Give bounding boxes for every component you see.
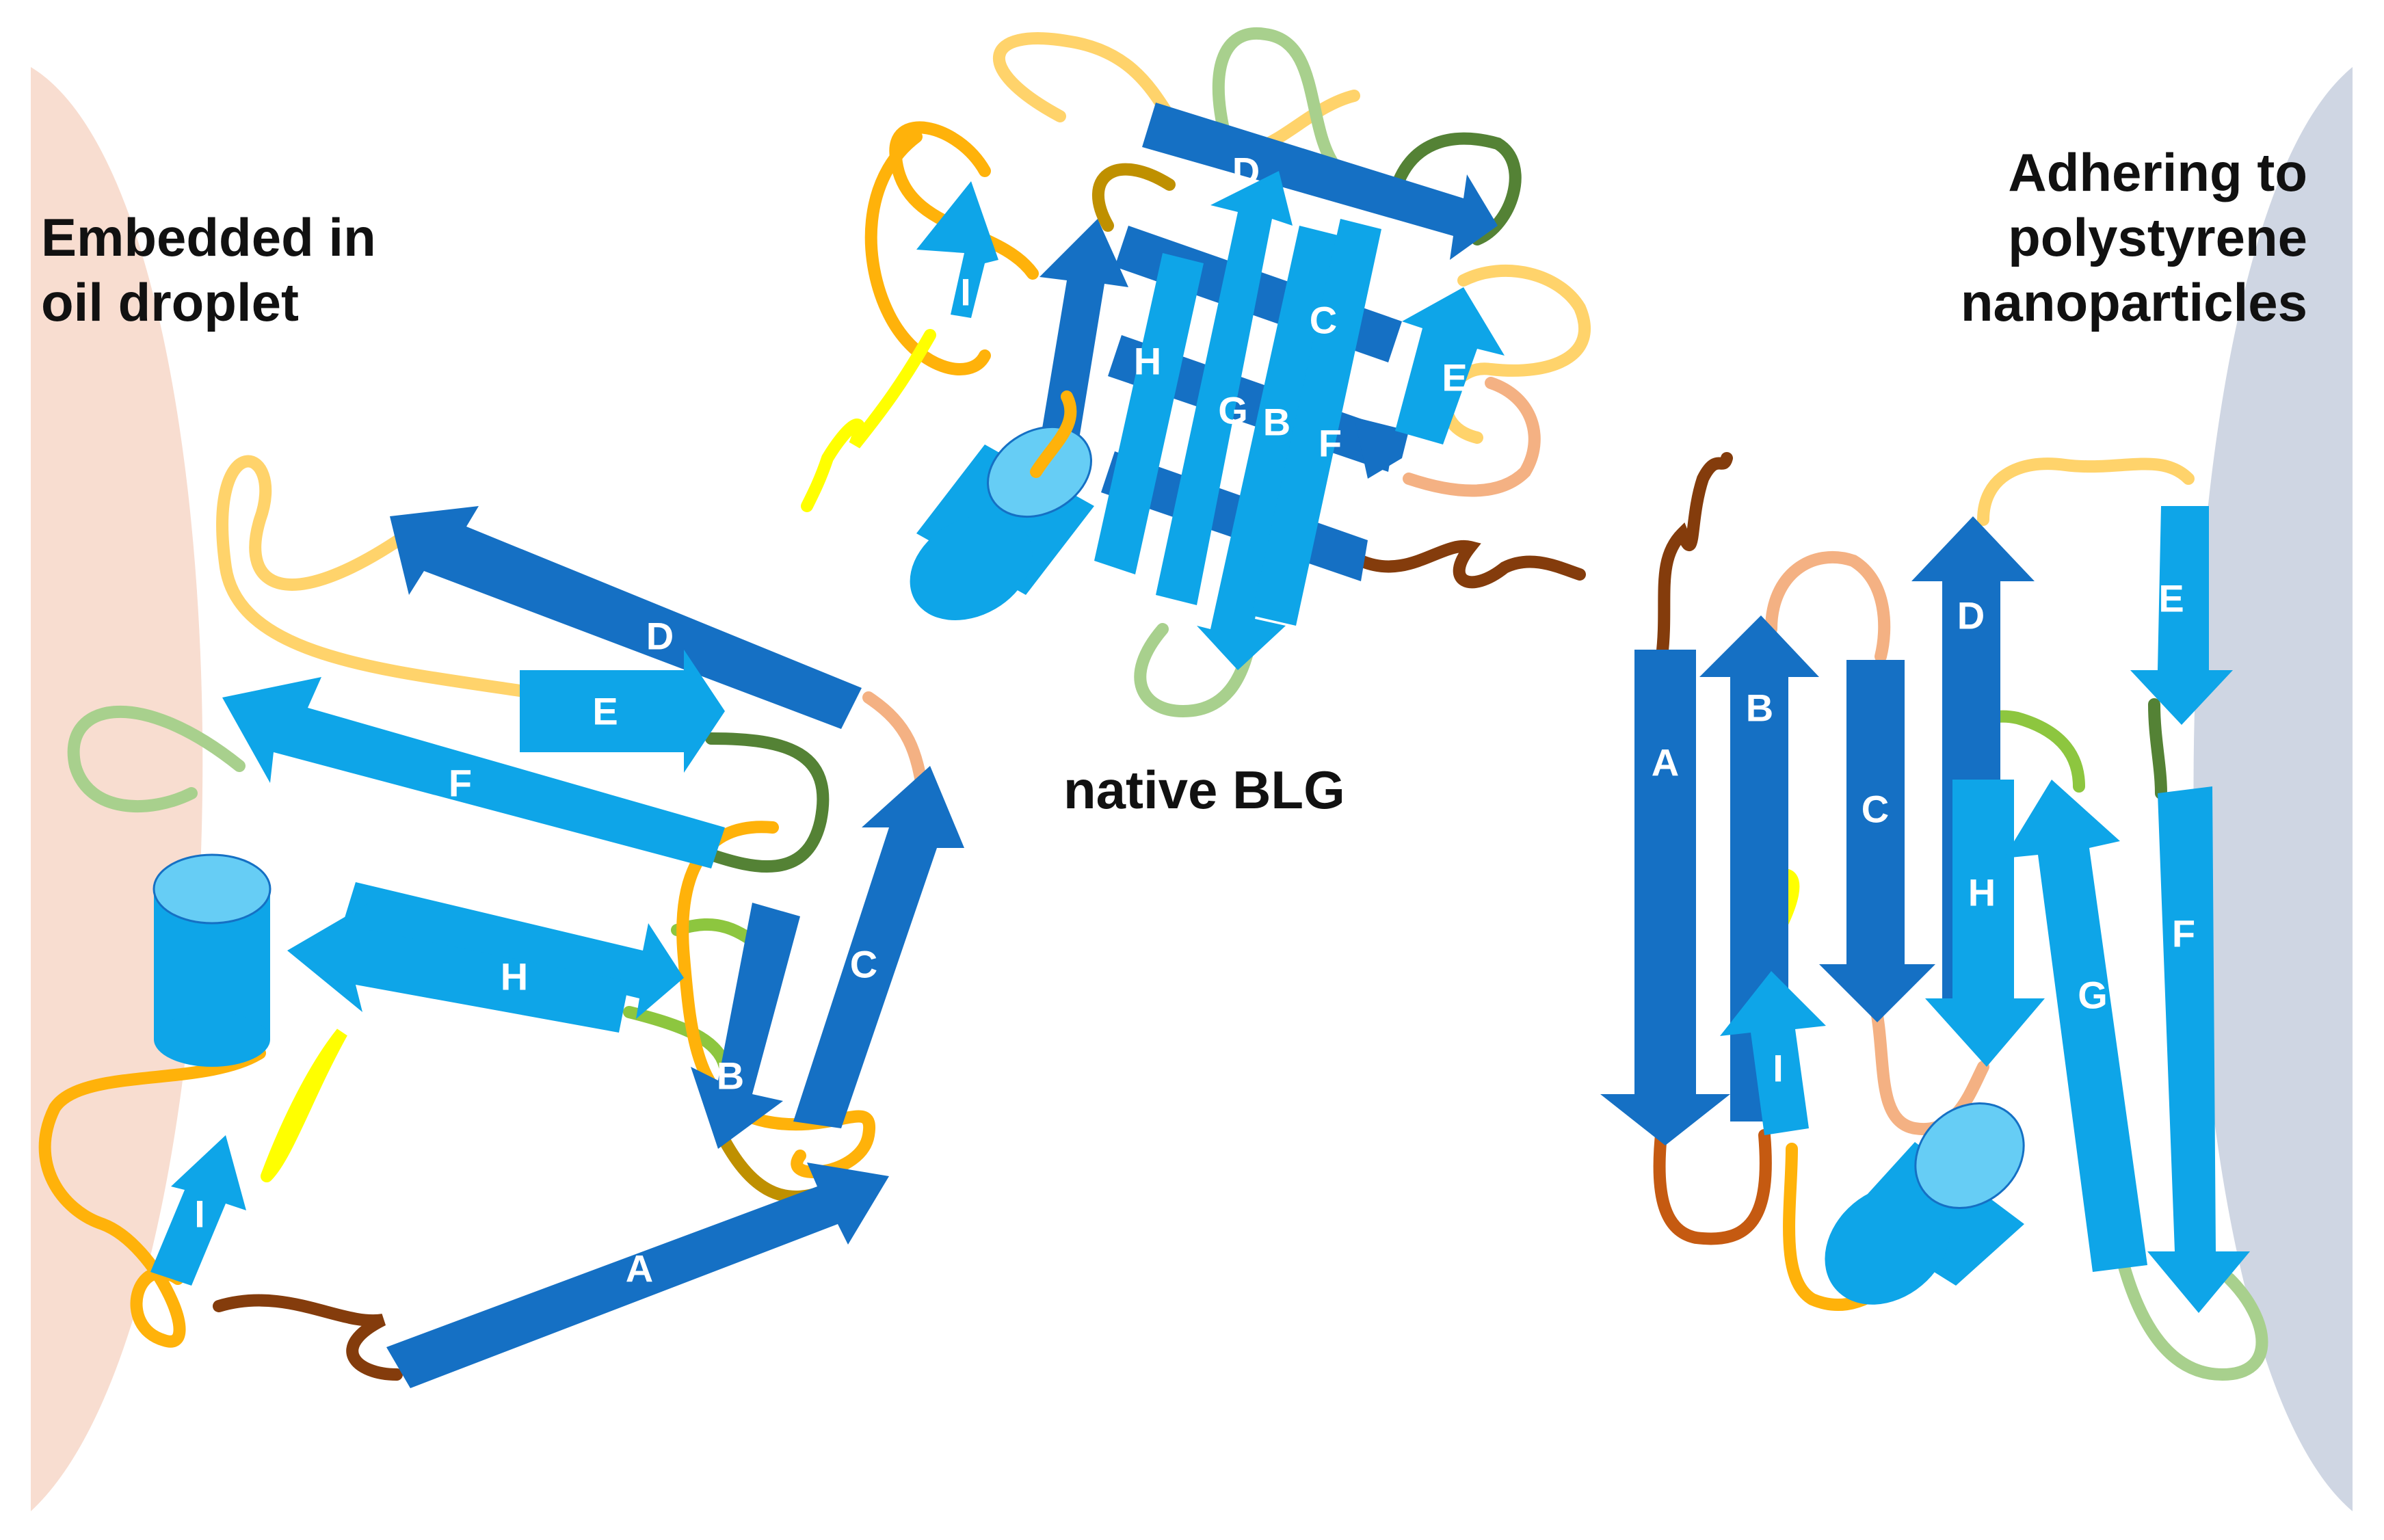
- strand-mid-bstrand: [1197, 226, 1340, 670]
- label-mid-e: E: [1442, 356, 1467, 399]
- label-left-b: B: [717, 1054, 744, 1098]
- loop-right-peach-top: [1765, 551, 1891, 663]
- loop-mid-top-yellow: [992, 32, 1360, 161]
- strand-mid-g: [1156, 171, 1293, 605]
- label-left-e: E: [592, 690, 618, 733]
- label-right-i: I: [1773, 1047, 1784, 1090]
- loop-left-yellow: [261, 1028, 347, 1182]
- strand-right-c: [1819, 660, 1935, 1022]
- caption-polystyrene-line1: Adhering to: [2008, 142, 2307, 202]
- strand-left-b: [691, 903, 800, 1149]
- strand-right-e: [2130, 506, 2233, 725]
- label-mid-f: F: [1319, 422, 1342, 465]
- strand-mid-f-dark: [1354, 417, 1409, 479]
- label-left-a: A: [626, 1247, 653, 1290]
- strand-mid-a: [1039, 219, 1128, 451]
- label-right-d: D: [1957, 594, 1985, 637]
- polystyrene-surface: [2193, 67, 2353, 1511]
- label-right-a: A: [1652, 741, 1679, 784]
- strand-right-g: [2004, 780, 2147, 1272]
- label-mid-g: G: [1218, 389, 1248, 432]
- strand-right-i: [1720, 971, 1826, 1135]
- label-left-c: C: [850, 943, 877, 986]
- label-right-f: F: [2172, 912, 2195, 955]
- strand-mid-f: [1251, 219, 1381, 626]
- strand-left-c: [793, 766, 964, 1128]
- label-right-c: C: [1862, 788, 1889, 831]
- caption-native-blg: native BLG: [1063, 760, 1345, 820]
- loop-mid-dark-green: [1389, 132, 1522, 245]
- caption-oil-droplet: Embedded in oil droplet: [41, 205, 376, 335]
- label-left-i: I: [194, 1193, 205, 1236]
- strand-left-e: [520, 650, 725, 773]
- strand-right-h: [1925, 780, 2045, 1067]
- loop-right-rust: [1653, 1122, 1772, 1245]
- loop-left-ef-green: [705, 732, 830, 873]
- loop-left-brown: [213, 1294, 403, 1381]
- label-mid-a: A: [1024, 333, 1051, 376]
- loop-right-dark-green: [2148, 698, 2167, 799]
- caption-polystyrene-line3: nanoparticles: [1960, 272, 2307, 333]
- label-right-e: E: [2158, 577, 2184, 620]
- loop-mid-olive: [1091, 163, 1176, 232]
- loop-mid-bottom-green: [1134, 623, 1258, 718]
- caption-oil-droplet-line1: Embedded in: [41, 207, 376, 267]
- loop-left-ef: [67, 705, 246, 812]
- loop-mid-top-green: [1212, 27, 1340, 170]
- label-left-f: F: [449, 762, 472, 805]
- helix-left: [153, 853, 271, 1067]
- label-mid-b: B: [1263, 401, 1290, 444]
- loop-left-d-top: [216, 455, 526, 697]
- label-right-b: B: [1746, 687, 1773, 730]
- label-left-h: H: [501, 955, 528, 998]
- loop-mid-brown: [1355, 540, 1586, 589]
- strand-mid-i: [916, 181, 998, 318]
- loop-right-bottom-green: [2114, 1245, 2268, 1381]
- strand-mid-h: [1094, 253, 1204, 574]
- loop-mid-helix-orange: [1030, 390, 1077, 478]
- label-left-d: D: [646, 615, 674, 658]
- strand-left-d: [390, 506, 862, 729]
- loop-mid-yellow: [801, 329, 936, 512]
- label-right-h: H: [1968, 871, 1996, 914]
- helix-mid: [910, 425, 1094, 621]
- loop-mid-peach: [1403, 377, 1541, 497]
- caption-polystyrene-line2: polystyrene: [2008, 207, 2307, 268]
- label-mid-c: C: [1310, 299, 1337, 342]
- strand-right-f: [2147, 786, 2250, 1313]
- strand-left-i: [150, 1135, 246, 1286]
- loop-right-top-yellow: [1977, 457, 2195, 526]
- oil-droplet-surface: [31, 67, 203, 1511]
- strand-right-a: [1600, 650, 1730, 1145]
- loop-left-helix-i: [38, 1047, 266, 1348]
- strand-mid-d: [1142, 103, 1498, 260]
- loop-right-brown: [1656, 452, 1733, 663]
- loop-mid-orange-left: [864, 131, 991, 375]
- strand-left-a: [386, 1163, 889, 1388]
- strand-left-f: [222, 677, 725, 868]
- caption-oil-droplet-line2: oil droplet: [41, 272, 299, 333]
- label-mid-h: H: [1134, 340, 1161, 383]
- helix-right: [1825, 1102, 2025, 1305]
- label-left-g: G: [488, 873, 518, 916]
- label-mid-d: D: [1232, 150, 1260, 193]
- caption-polystyrene: Adhering to polystyrene nanoparticles: [1961, 140, 2307, 335]
- loop-right-peach-bottom: [1868, 992, 1989, 1136]
- strand-right-b: [1699, 615, 1819, 1121]
- label-right-g: G: [2078, 974, 2108, 1017]
- label-mid-i: I: [960, 271, 971, 314]
- strand-mid-e: [1395, 287, 1505, 444]
- strand-left-h: [287, 903, 629, 1033]
- strand-right-d: [1911, 516, 2035, 998]
